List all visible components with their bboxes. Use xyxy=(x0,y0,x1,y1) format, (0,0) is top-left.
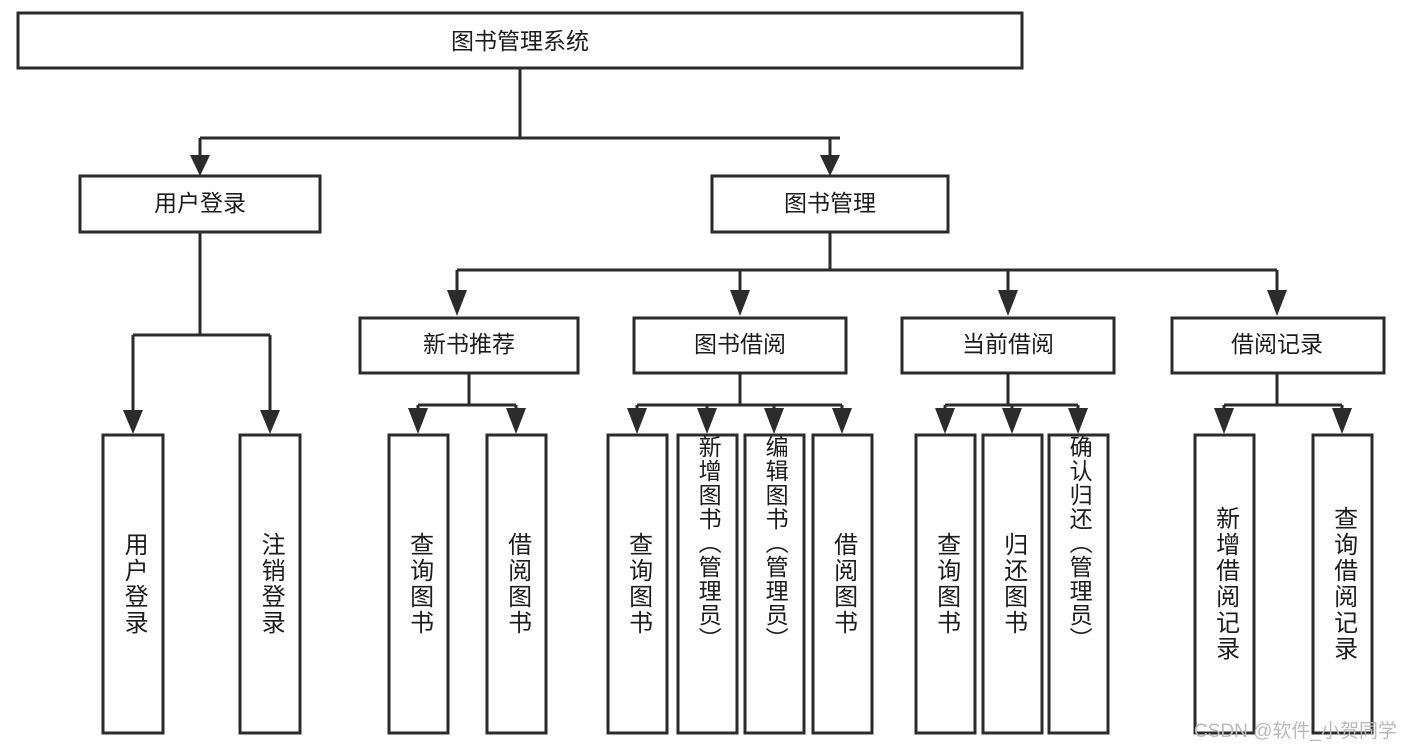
node-current-borrow[interactable] xyxy=(900,316,1116,375)
leaf-user-login-logout[interactable] xyxy=(238,433,302,735)
node-root-book-management-system[interactable] xyxy=(16,11,1024,70)
label-borrow-record: 借阅记录 xyxy=(1231,331,1323,357)
arrow-cb-leaf-1 xyxy=(935,408,955,434)
leaf-bookborrow-add-book[interactable] xyxy=(676,433,739,735)
node-book-borrow[interactable] xyxy=(632,316,848,375)
leaf-currentborrow-query-book[interactable] xyxy=(914,433,977,735)
horizontal-label-group: 图书管理系统 用户登录 图书管理 新书推荐 图书借阅 当前借阅 借阅记录 xyxy=(154,28,1323,357)
arrow-bb-leaf-3 xyxy=(764,408,784,434)
arrow-leaf-logout xyxy=(260,410,280,434)
leaf-bookborrow-edit-book[interactable] xyxy=(743,433,806,735)
connector-group xyxy=(123,68,1352,434)
label-book-management: 图书管理 xyxy=(784,190,876,216)
arrow-bb-leaf-4 xyxy=(832,408,852,434)
label-current-borrow: 当前借阅 xyxy=(962,331,1054,357)
label-new-book-recommend: 新书推荐 xyxy=(423,331,515,357)
leaf-newbook-query-book[interactable] xyxy=(387,433,450,735)
leaf-bookborrow-borrow-book[interactable] xyxy=(811,433,874,735)
arrow-br-leaf-1 xyxy=(1214,408,1234,434)
label-user-login: 用户登录 xyxy=(154,190,246,216)
arrow-to-bookborrow xyxy=(730,290,750,316)
node-book-management[interactable] xyxy=(710,174,950,234)
leaf-currentborrow-return-book[interactable] xyxy=(981,433,1044,735)
leaf-bookborrow-query-book[interactable] xyxy=(606,433,669,735)
label-root: 图书管理系统 xyxy=(451,28,589,54)
arrow-cb-leaf-3 xyxy=(1068,408,1088,434)
csdn-watermark: CSDN @软件_小贺同学 xyxy=(1194,721,1397,742)
arrow-to-currentborrow xyxy=(998,290,1018,316)
arrow-newbook-leaf-1 xyxy=(408,408,428,434)
leaf-user-login-login[interactable] xyxy=(101,433,165,735)
arrow-bb-leaf-2 xyxy=(697,408,717,434)
arrow-to-borrowrecord xyxy=(1267,290,1287,316)
leaf-borrowrecord-query-record[interactable] xyxy=(1311,433,1374,735)
leaf-borrowrecord-add-record[interactable] xyxy=(1193,433,1256,735)
leaf-newbook-borrow-book[interactable] xyxy=(485,433,548,735)
node-borrow-record[interactable] xyxy=(1170,316,1386,375)
arrow-bb-leaf-1 xyxy=(627,408,647,434)
arrow-to-user-login xyxy=(190,155,210,176)
arrow-br-leaf-2 xyxy=(1332,408,1352,434)
node-user-login[interactable] xyxy=(78,174,322,234)
label-book-borrow: 图书借阅 xyxy=(694,331,786,357)
node-box-group xyxy=(16,11,1386,735)
arrow-newbook-leaf-2 xyxy=(506,408,526,434)
arrow-to-book-manage xyxy=(820,155,840,176)
leaf-currentborrow-confirm-return[interactable] xyxy=(1047,433,1110,735)
arrow-cb-leaf-2 xyxy=(1002,408,1022,434)
arrow-to-newbook xyxy=(447,290,467,316)
arrow-leaf-user-login xyxy=(123,410,143,434)
node-new-book-recommend[interactable] xyxy=(358,316,580,375)
